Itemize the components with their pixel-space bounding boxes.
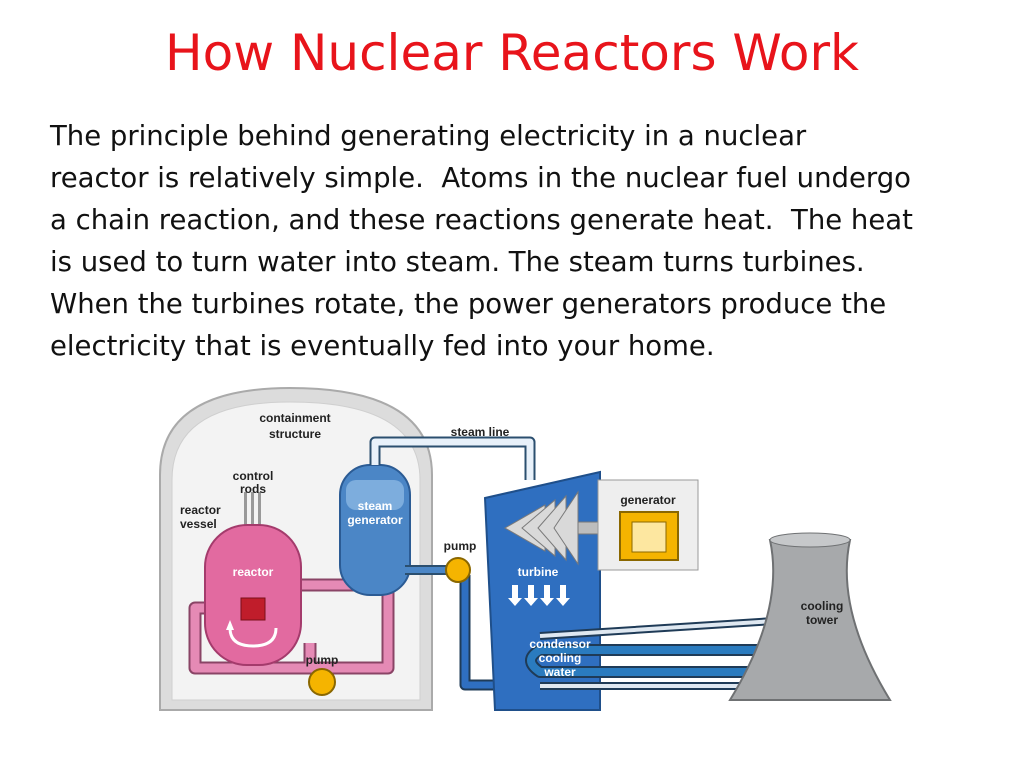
steam-flow-arrows bbox=[508, 585, 570, 606]
condensor-label-3: water bbox=[543, 665, 576, 679]
reactor-vessel-label: reactor bbox=[180, 503, 221, 517]
primary-pump-icon bbox=[308, 668, 336, 696]
turbine-label: turbine bbox=[518, 565, 559, 579]
slide-title: How Nuclear Reactors Work bbox=[165, 24, 859, 82]
steam-generator-label: steam bbox=[358, 499, 393, 513]
slide-body-text: The principle behind generating electric… bbox=[50, 120, 913, 362]
control-rods-label: control bbox=[233, 469, 274, 483]
reactor-vessel bbox=[204, 524, 302, 666]
secondary-pump-icon bbox=[445, 557, 471, 583]
cooling-tower-label-2: tower bbox=[806, 613, 838, 627]
reactor-flow-arrow bbox=[228, 627, 278, 648]
condensor-label-2: cooling bbox=[539, 651, 582, 665]
containment-label-2: structure bbox=[269, 427, 321, 441]
steam-line-label: steam line bbox=[451, 425, 510, 439]
reactor-diagram: containment structure steam line control… bbox=[159, 386, 892, 711]
reactor-label: reactor bbox=[233, 565, 274, 579]
reactor-core bbox=[240, 597, 266, 621]
generator-label: generator bbox=[620, 493, 676, 507]
reactor-vessel-label-2: vessel bbox=[180, 517, 217, 531]
turbine-blades bbox=[503, 490, 579, 566]
control-rods-label-2: rods bbox=[240, 482, 266, 496]
steam-generator-label-2: generator bbox=[347, 513, 403, 527]
primary-pump-label: pump bbox=[306, 653, 339, 667]
cooling-tower-label: cooling bbox=[801, 599, 844, 613]
condensor-label: condensor bbox=[529, 637, 591, 651]
containment-label: containment bbox=[259, 411, 330, 425]
cooling-tower bbox=[728, 539, 892, 701]
secondary-pump-label: pump bbox=[444, 539, 477, 553]
